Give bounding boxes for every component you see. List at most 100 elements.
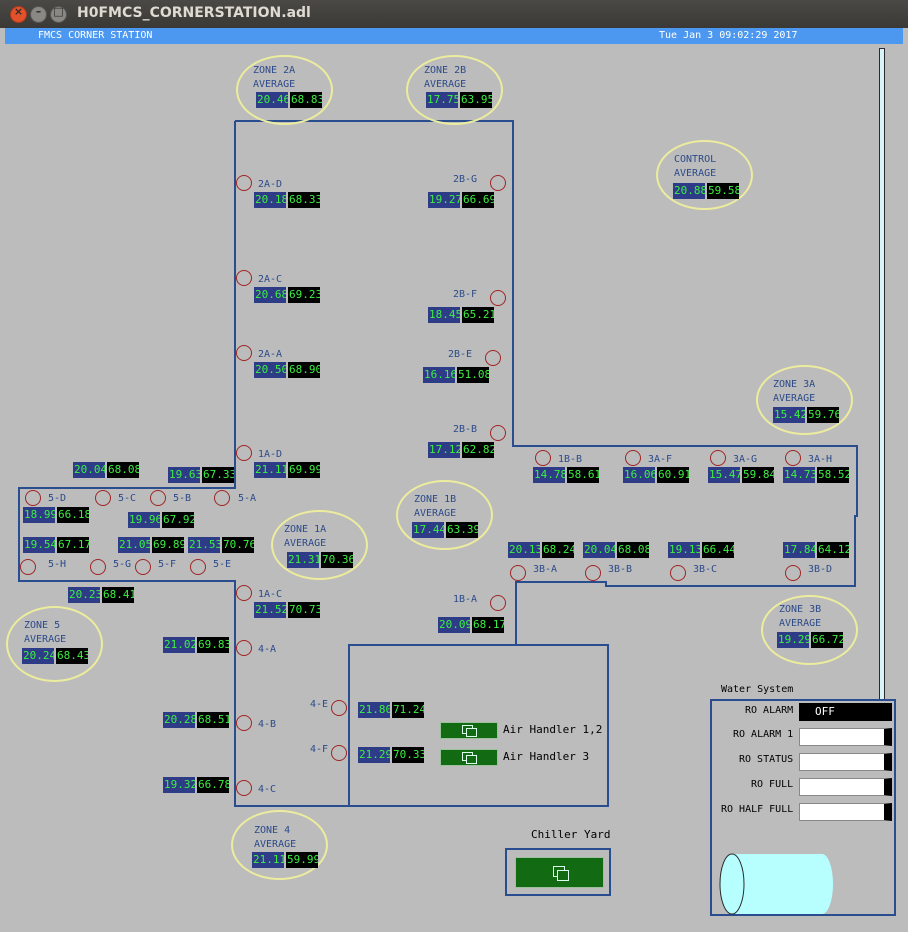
sensor-label: 2B-E (448, 349, 473, 360)
sensor-2a-a[interactable] (236, 345, 252, 361)
reading-hum: 68.90 (288, 362, 320, 378)
zone-average-temp: 17.44 (412, 522, 444, 538)
reading-hum: 70.76 (222, 537, 254, 553)
sensor-label: 1B-A (453, 594, 478, 605)
reading-hum: 68.17 (472, 617, 504, 633)
sensor-label: 3A-F (648, 454, 673, 465)
sensor-label: 1A-C (258, 589, 283, 600)
sensor-2b-e[interactable] (485, 350, 501, 366)
reading-hum: 71.24 (392, 702, 424, 718)
sensor-5-e[interactable] (190, 559, 206, 575)
sensor-4-a[interactable] (236, 640, 252, 656)
station-name: FMCS CORNER STATION (38, 30, 153, 41)
reading-temp: 19.63 (168, 467, 200, 483)
sensor-label: 4-E (310, 699, 329, 710)
sensor-1b-b[interactable] (535, 450, 551, 466)
vertical-bar (879, 48, 885, 700)
reading-hum: 65.21 (462, 307, 494, 323)
sensor-label: 4-B (258, 719, 277, 730)
reading-hum: 60.91 (657, 467, 689, 483)
zone-average-label: AVERAGE (253, 79, 296, 90)
sensor-3a-g[interactable] (710, 450, 726, 466)
reading-hum: 68.51 (197, 712, 229, 728)
sensor-label: 2A-A (258, 349, 283, 360)
sensor-4-b[interactable] (236, 715, 252, 731)
zone-average-label: AVERAGE (773, 393, 816, 404)
sensor-5-a[interactable] (214, 490, 230, 506)
zone-average-label: AVERAGE (674, 168, 717, 179)
zone-average-hum: 63.39 (446, 522, 478, 538)
reading-temp: 19.96 (128, 512, 160, 528)
sensor-label: 5-G (113, 559, 132, 570)
sensor-3a-h[interactable] (785, 450, 801, 466)
sensor-5-h[interactable] (20, 559, 36, 575)
sensor-3b-d[interactable] (785, 565, 801, 581)
ro-status-label: RO STATUS (739, 754, 794, 765)
sensor-3b-b[interactable] (585, 565, 601, 581)
sensor-3b-a[interactable] (510, 565, 526, 581)
reading-temp: 19.13 (668, 542, 700, 558)
maximize-icon[interactable]: □ (50, 5, 67, 23)
sensor-label: 2B-B (453, 424, 478, 435)
air-handler-12-label: Air Handler 1,2 (503, 723, 603, 736)
sensor-5-c[interactable] (95, 490, 111, 506)
sensor-5-d[interactable] (25, 490, 41, 506)
sensor-2a-d[interactable] (236, 175, 252, 191)
zone-average-temp: 17.75 (426, 92, 458, 108)
reading-temp: 18.45 (428, 307, 460, 323)
chiller-yard-button[interactable] (515, 857, 604, 888)
sensor-4-f[interactable] (331, 745, 347, 761)
reading-hum: 64.12 (817, 542, 849, 558)
sensor-label: 3B-B (608, 564, 633, 575)
sensor-label: 3B-D (808, 564, 833, 575)
sensor-4-c[interactable] (236, 780, 252, 796)
zone-5-ellipse (6, 606, 103, 682)
sensor-3b-c[interactable] (670, 565, 686, 581)
zone-4-ellipse (231, 810, 328, 880)
zone-1a-ellipse (271, 510, 368, 580)
reading-hum: 51.08 (457, 367, 489, 383)
sensor-1b-a[interactable] (490, 595, 506, 611)
reading-temp: 20.04 (73, 462, 105, 478)
reading-hum: 68.41 (102, 587, 134, 603)
zone-average-label: AVERAGE (424, 79, 467, 90)
reading-temp: 20.13 (508, 542, 540, 558)
reading-temp: 21.52 (254, 602, 286, 618)
reading-hum: 66.18 (57, 507, 89, 523)
sensor-5-g[interactable] (90, 559, 106, 575)
zone-3b-ellipse (761, 595, 858, 665)
sensor-4-e[interactable] (331, 700, 347, 716)
sensor-1a-c[interactable] (236, 585, 252, 601)
zone-1b-ellipse (396, 480, 493, 550)
zone-average-hum: 68.83 (290, 92, 322, 108)
sensor-5-b[interactable] (150, 490, 166, 506)
reading-hum: 69.89 (152, 537, 184, 553)
sensor-label: 2B-F (453, 289, 478, 300)
zone-average-label: ZONE 2B (424, 65, 467, 76)
air-handler-3-button[interactable] (440, 749, 498, 766)
zone-average-temp: 21.11 (252, 852, 284, 868)
sensor-2b-b[interactable] (490, 425, 506, 441)
minimize-icon[interactable]: – (30, 5, 47, 23)
sensor-label: 5-C (118, 493, 137, 504)
reading-temp: 20.68 (254, 287, 286, 303)
air-handler-12-button[interactable] (440, 722, 498, 739)
air-handler-3-label: Air Handler 3 (503, 750, 590, 763)
sensor-5-f[interactable] (135, 559, 151, 575)
zone-2a-ellipse (236, 55, 333, 125)
close-icon[interactable]: × (10, 5, 27, 23)
sensor-label: 2A-C (258, 274, 283, 285)
sensor-label: 5-H (48, 559, 67, 570)
sensor-1a-d[interactable] (236, 445, 252, 461)
sensor-3a-f[interactable] (625, 450, 641, 466)
sensor-label: 2A-D (258, 179, 283, 190)
reading-temp: 19.54 (23, 537, 55, 553)
sensor-2b-f[interactable] (490, 290, 506, 306)
sensor-label: 5-E (213, 559, 232, 570)
sensor-2b-g[interactable] (490, 175, 506, 191)
reading-temp: 14.73 (783, 467, 815, 483)
reading-hum: 69.83 (197, 637, 229, 653)
zone-average-temp: 21.31 (287, 552, 319, 568)
sensor-2a-c[interactable] (236, 270, 252, 286)
zone-average-label: ZONE 2A (253, 65, 296, 76)
